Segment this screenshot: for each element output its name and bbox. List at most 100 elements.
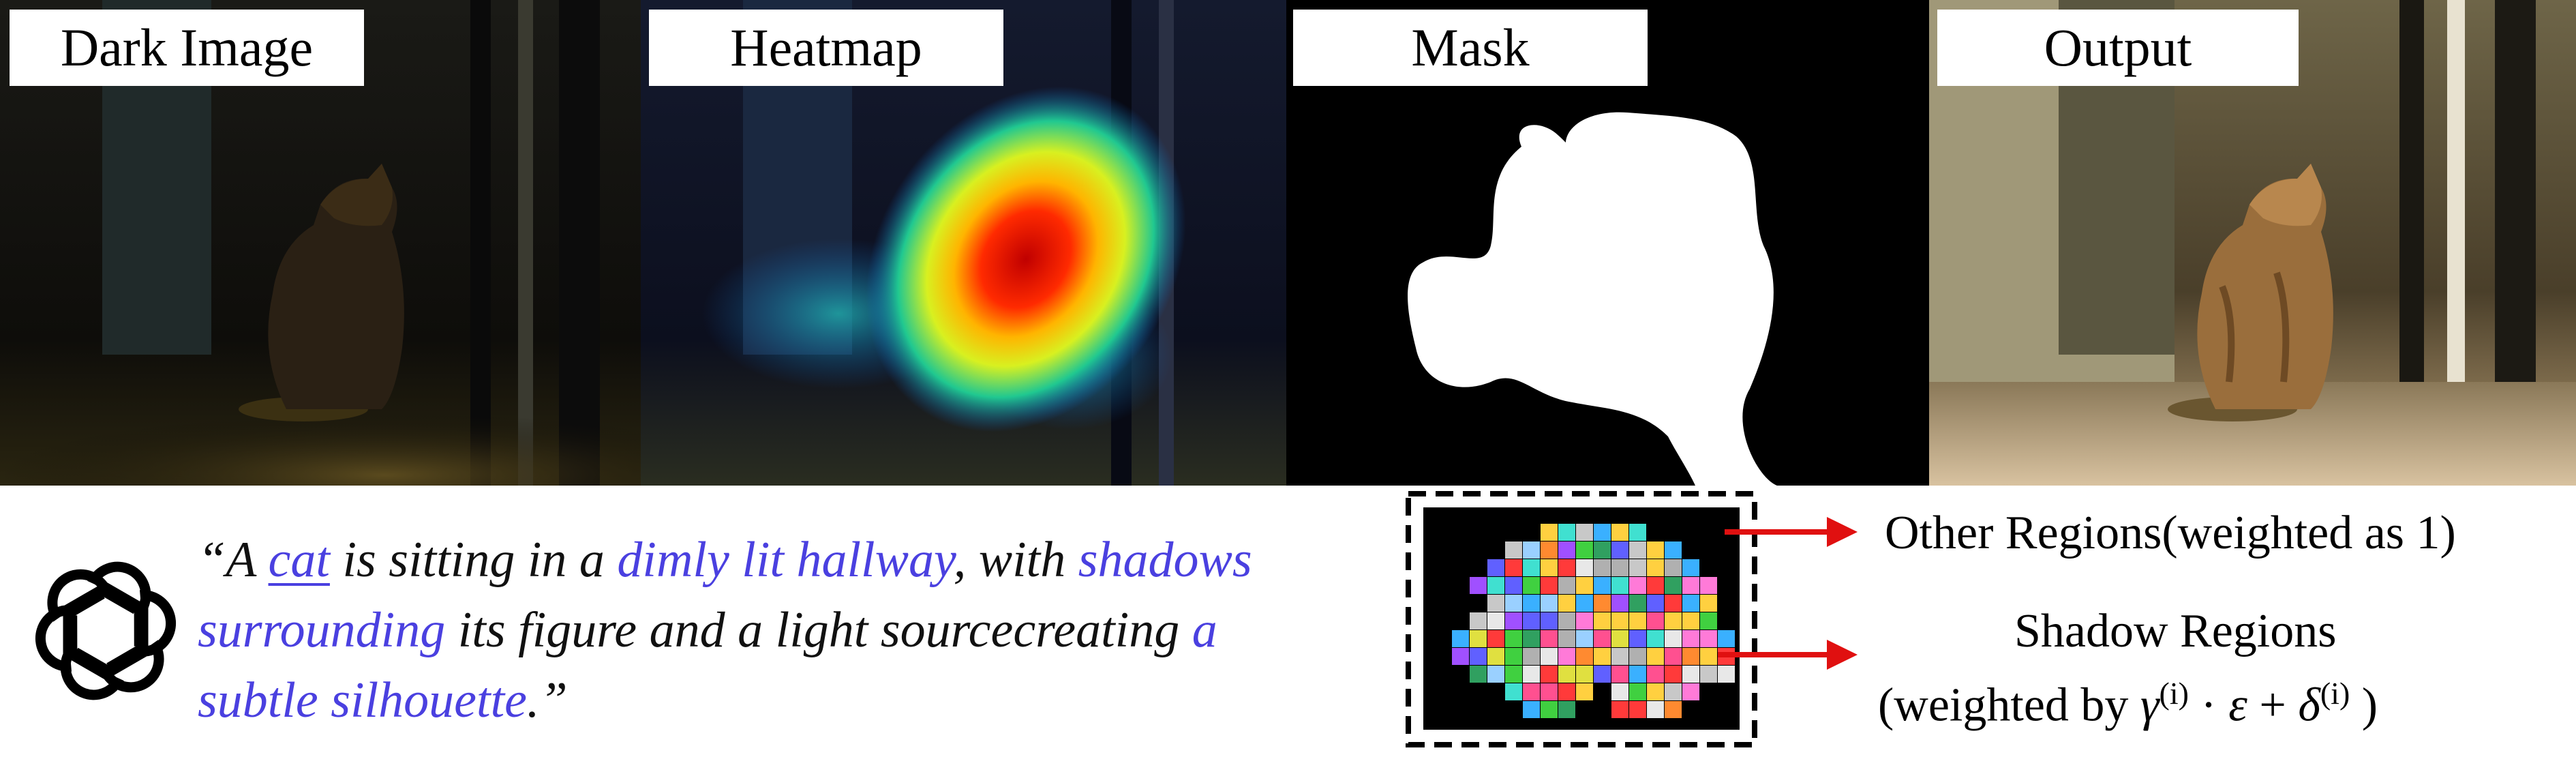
caption-text-2: , with [953, 532, 1078, 588]
weight-map-cell [1665, 541, 1682, 559]
weight-map-cell [1682, 666, 1699, 683]
weight-map-cell [1594, 541, 1611, 559]
weight-map-cell [1647, 612, 1664, 629]
weight-map-cell [1594, 666, 1611, 683]
weight-map-cell [1682, 630, 1699, 647]
caption-highlight-1: dimly lit hallway [617, 532, 954, 588]
mask-panel: Mask [1286, 0, 1929, 486]
weight-map-cell [1487, 595, 1504, 612]
weight-map-cell [1452, 630, 1469, 647]
weight-map-cell [1682, 683, 1699, 700]
weight-map-cell [1541, 648, 1558, 665]
weight-map-cell [1470, 630, 1487, 647]
formula-delta: δ [2298, 679, 2320, 732]
weight-map-cell [1647, 666, 1664, 683]
weight-map-cell [1594, 524, 1611, 541]
weight-map-cell [1523, 683, 1540, 700]
weight-map-cell [1487, 648, 1504, 665]
arrow-other-head [1827, 517, 1858, 547]
weight-map-cell [1541, 701, 1558, 718]
weight-map-cell [1594, 595, 1611, 612]
weight-map-cell [1594, 577, 1611, 594]
weight-map-cell [1523, 630, 1540, 647]
weight-map-cell [1647, 630, 1664, 647]
weight-map-cell [1594, 612, 1611, 629]
weight-map-cell [1611, 541, 1628, 559]
weight-map-cell [1487, 630, 1504, 647]
weight-map-cell [1594, 648, 1611, 665]
weight-map-cell [1682, 595, 1699, 612]
weight-map-cell [1541, 577, 1558, 594]
weight-map-cell [1487, 559, 1504, 576]
weight-map-cell [1523, 595, 1540, 612]
weight-map-cell [1629, 559, 1646, 576]
weight-map-cell [1523, 648, 1540, 665]
weight-map-cell [1647, 683, 1664, 700]
weight-map-cell [1541, 595, 1558, 612]
weight-map-cell [1505, 559, 1522, 576]
weight-map-cell [1611, 577, 1628, 594]
weight-map-cell [1505, 541, 1522, 559]
weight-map-cell [1487, 666, 1504, 683]
caption-highlight-3: a subtle silhouette [198, 602, 1217, 728]
weight-map-cell [1505, 683, 1522, 700]
weight-map-cell [1487, 577, 1504, 594]
weight-map-cell [1665, 648, 1682, 665]
weight-map-cell [1470, 666, 1487, 683]
formula-epsilon: ε [2228, 679, 2247, 732]
weight-map-cell [1629, 541, 1646, 559]
weight-map-cell [1647, 648, 1664, 665]
weight-map-cell [1541, 612, 1558, 629]
weight-map-cell [1665, 683, 1682, 700]
weight-map-cell [1682, 577, 1699, 594]
label-dark-image: Dark Image [10, 10, 364, 86]
arrows [1718, 517, 1858, 670]
weight-map-cell [1558, 559, 1575, 576]
weight-map-cell [1523, 541, 1540, 559]
weight-map-cell [1576, 559, 1593, 576]
caption-highlight-2: shadows surrounding [198, 532, 1252, 658]
weight-map-cell [1523, 701, 1540, 718]
weight-map-cell [1523, 612, 1540, 629]
weight-map-cell [1541, 666, 1558, 683]
caption-open-quote: “A [198, 532, 269, 588]
weight-map-cell [1700, 648, 1717, 665]
caption-text-1: is sitting in a [329, 532, 618, 588]
weight-map-cell [1558, 524, 1575, 541]
weight-map-cell [1665, 577, 1682, 594]
formula-suffix: ) [2350, 679, 2378, 732]
weight-map-cell [1665, 559, 1682, 576]
weight-map-cells [1452, 524, 1735, 718]
weight-map-cell [1576, 683, 1593, 700]
weight-map-cell [1682, 648, 1699, 665]
weight-map-cell [1700, 630, 1717, 647]
weight-map-cell [1505, 577, 1522, 594]
weight-map-cell [1505, 648, 1522, 665]
weight-map-cell [1700, 595, 1717, 612]
weight-map-cell [1682, 559, 1699, 576]
weight-map-cell [1665, 612, 1682, 629]
weight-map-cell [1611, 612, 1628, 629]
weight-map-cell [1487, 612, 1504, 629]
weight-map-cell [1558, 683, 1575, 700]
weight-map-cell [1470, 577, 1487, 594]
caption-text-3: its figure and a light sourcecreating [445, 602, 1192, 658]
weight-map-cell [1558, 541, 1575, 559]
weight-map-cell [1629, 701, 1646, 718]
weight-map-cell [1541, 559, 1558, 576]
weight-map-cell [1523, 559, 1540, 576]
weight-map-cell [1558, 612, 1575, 629]
label-heatmap: Heatmap [649, 10, 1003, 86]
shadow-weight-map [1406, 491, 1757, 747]
weight-map-cell [1611, 559, 1628, 576]
weight-map-cell [1611, 524, 1628, 541]
weight-map-cell [1505, 630, 1522, 647]
weight-map-cell [1700, 577, 1717, 594]
dark-image-panel: Dark Image [0, 0, 641, 486]
legend-shadow-regions-title: Shadow Regions [2014, 605, 2337, 657]
weight-map-cell [1629, 666, 1646, 683]
formula-gamma: γ [2140, 679, 2160, 732]
weight-map-cell [1470, 648, 1487, 665]
weight-map-cell [1576, 630, 1593, 647]
weight-map-cell [1611, 666, 1628, 683]
